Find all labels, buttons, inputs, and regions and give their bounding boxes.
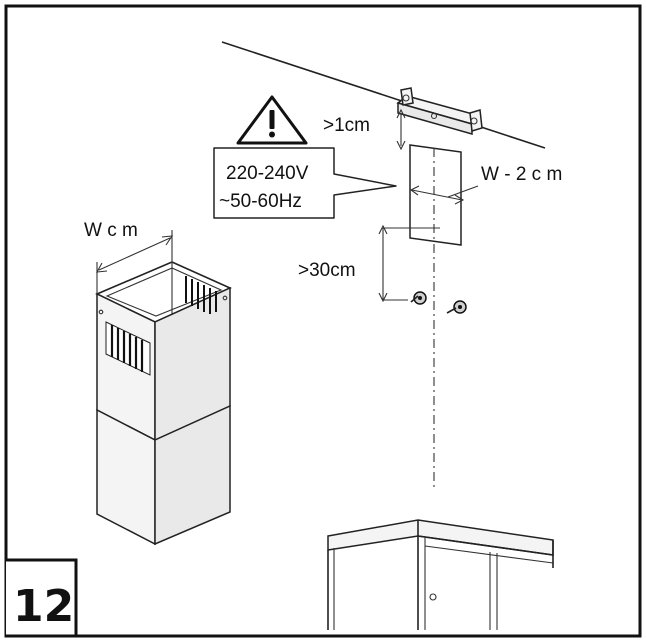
gap-top-label: >1cm (323, 115, 370, 136)
gap-top-dimension (396, 108, 406, 151)
ceiling-line (221, 41, 546, 149)
chimney-width-dimension (96, 230, 174, 294)
frequency-label: ~50-60Hz (219, 191, 302, 212)
voltage-callout (213, 147, 397, 219)
chimney-cover (95, 261, 232, 546)
gap-below-dimension (378, 224, 440, 303)
screw-right-icon (446, 300, 467, 314)
bracket-width-dimension (409, 185, 479, 205)
chimney-width-label: W c m (84, 220, 138, 241)
step-number-box (6, 558, 78, 638)
hood-body (327, 519, 554, 630)
bracket-width-label: W - 2 c m (481, 164, 562, 185)
frame-border (4, 4, 642, 638)
gap-below-label: >30cm (298, 260, 356, 281)
step-number: 12 (13, 581, 74, 632)
ceiling-bracket (396, 87, 483, 135)
screw-left-icon (410, 291, 427, 305)
voltage-label: 220-240V (226, 163, 309, 184)
chimney-vent-left (105, 321, 151, 376)
chimney-vent-right (185, 276, 217, 314)
warning-triangle-icon (236, 95, 308, 145)
